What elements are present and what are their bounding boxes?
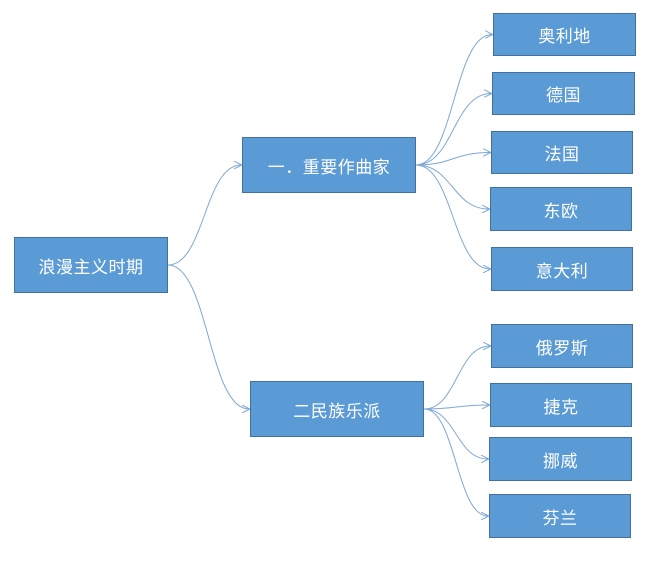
connector-branch-node-national-school-to-leaf-node-finland (423, 408, 488, 516)
connector-root-node-to-branch-node-composers (167, 165, 241, 266)
connector-branch-node-composers-to-leaf-node-eastern-europe (415, 164, 489, 209)
connector-branch-node-composers-to-leaf-node-italy (415, 164, 490, 269)
leaf-node-russia[interactable]: 俄罗斯 (491, 324, 633, 368)
leaf-node-norway[interactable]: 挪威 (489, 437, 632, 481)
branch-node-composers[interactable]: 一．重要作曲家 (242, 137, 416, 193)
connector-branch-node-national-school-to-leaf-node-norway (423, 408, 488, 459)
branch-node-national-school[interactable]: 二民族乐派 (250, 381, 424, 437)
connector-branch-node-composers-to-leaf-node-france (415, 153, 490, 166)
leaf-node-finland[interactable]: 芬兰 (489, 494, 631, 538)
connector-branch-node-national-school-to-leaf-node-russia (423, 346, 490, 410)
leaf-node-germany[interactable]: 德国 (492, 72, 635, 115)
connector-branch-node-national-school-to-leaf-node-czech (423, 405, 489, 410)
leaf-node-italy[interactable]: 意大利 (491, 247, 633, 291)
leaf-node-eastern-europe[interactable]: 东欧 (490, 187, 632, 231)
leaf-node-austria[interactable]: 奥利地 (493, 13, 636, 56)
connector-branch-node-composers-to-leaf-node-germany (415, 94, 491, 166)
connector-branch-node-composers-to-leaf-node-austria (415, 35, 492, 166)
connector-root-node-to-branch-node-national-school (167, 264, 249, 409)
leaf-node-czech[interactable]: 捷克 (490, 383, 632, 427)
root-node[interactable]: 浪漫主义时期 (14, 237, 168, 293)
leaf-node-france[interactable]: 法国 (491, 131, 633, 174)
